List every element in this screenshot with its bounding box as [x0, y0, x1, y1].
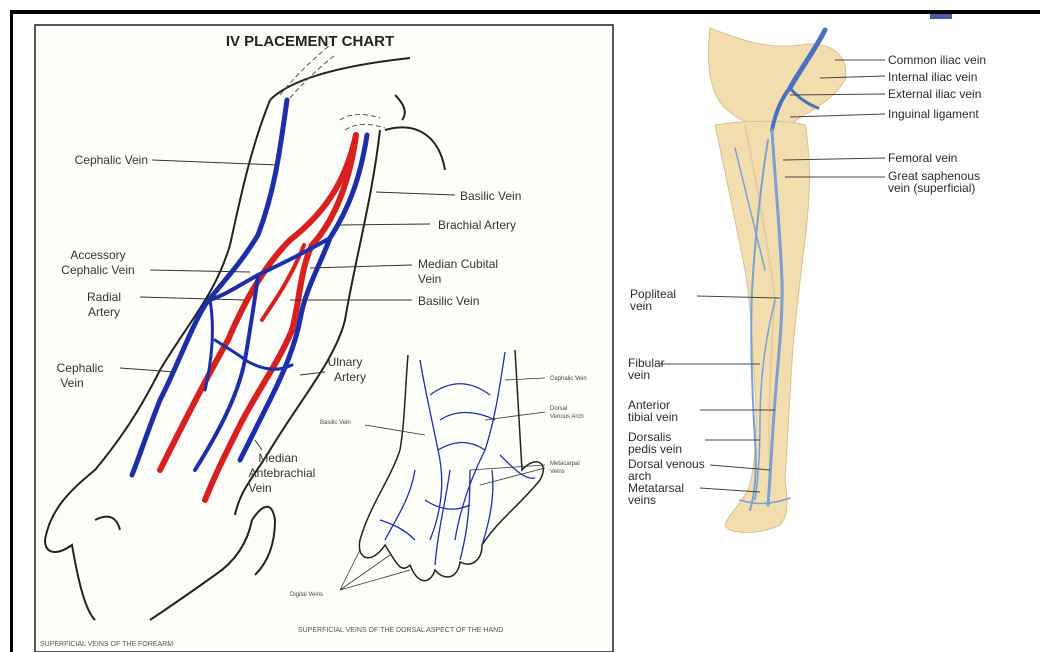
- label-ulnary-artery-line2: Artery: [334, 370, 366, 384]
- hand-label-cephalic-vein: Cephalic Vein: [550, 376, 587, 382]
- label-radial-artery-line1: Radial: [87, 290, 121, 304]
- label-great-saphenous-vein-line2: vein (superficial): [888, 181, 975, 195]
- hand-label-metacarpal-line1: Metacarpal: [550, 461, 580, 467]
- label-median-antebrachial-vein-line2: Antebrachial: [249, 466, 316, 480]
- label-anterior-tibial-vein-line2: tibial vein: [628, 410, 678, 424]
- leg-chart-panel: Common iliac vein Internal iliac vein Ex…: [628, 14, 986, 533]
- hand-label-dorsal-line2: Venous Arch: [550, 414, 584, 420]
- label-accessory-cephalic-vein-line1: Accessory: [70, 248, 125, 262]
- hand-label-metacarpal-line2: Veins: [550, 469, 565, 475]
- label-fibular-vein-line2: vein: [628, 368, 650, 382]
- caption-hand: SUPERFICIAL VEINS OF THE DORSAL ASPECT O…: [298, 627, 503, 634]
- label-internal-iliac-vein: Internal iliac vein: [888, 70, 977, 84]
- label-accessory-cephalic-vein-line2: Cephalic Vein: [61, 263, 134, 277]
- hand-label-basilic-vein: Basilic Vein: [320, 420, 351, 426]
- chart-title: IV PLACEMENT CHART: [226, 33, 394, 50]
- label-basilic-vein-upper: Basilic Vein: [460, 189, 521, 203]
- label-dorsalis-pedis-vein-line2: pedis vein: [628, 442, 682, 456]
- label-median-antebrachial-vein-line1: Median: [258, 451, 297, 465]
- label-common-iliac-vein: Common iliac vein: [888, 53, 986, 67]
- label-brachial-artery: Brachial Artery: [438, 218, 516, 232]
- label-median-antebrachial-vein-line3: Vein: [248, 481, 271, 495]
- label-ulnary-artery-line1: Ulnary: [328, 355, 363, 369]
- label-basilic-vein-lower: Basilic Vein: [418, 294, 479, 308]
- label-femoral-vein: Femoral vein: [888, 151, 957, 165]
- hand-label-digital-veins: Digital Veins: [290, 592, 323, 598]
- label-popliteal-vein-line2: vein: [630, 299, 652, 313]
- arm-chart-panel: IV PLACEMENT CHART: [35, 25, 613, 652]
- label-cephalic-vein-lower-line2: Vein: [60, 376, 83, 390]
- label-cephalic-vein-upper: Cephalic Vein: [75, 153, 148, 167]
- label-metatarsal-veins-line2: veins: [628, 493, 656, 507]
- label-radial-artery-line2: Artery: [88, 305, 120, 319]
- top-dash-mark: [930, 14, 952, 19]
- label-median-cubital-vein-line1: Median Cubital: [418, 257, 498, 271]
- arm-chart-frame: [35, 25, 613, 652]
- label-cephalic-vein-lower-line1: Cephalic: [57, 361, 104, 375]
- caption-forearm: SUPERFICIAL VEINS OF THE FOREARM: [40, 641, 173, 648]
- leg-silhouette: [708, 28, 845, 533]
- label-inguinal-ligament: Inguinal ligament: [888, 107, 979, 121]
- label-external-iliac-vein: External iliac vein: [888, 87, 981, 101]
- hand-label-dorsal-line1: Dorsal: [550, 406, 567, 412]
- label-median-cubital-vein-line2: Vein: [418, 272, 441, 286]
